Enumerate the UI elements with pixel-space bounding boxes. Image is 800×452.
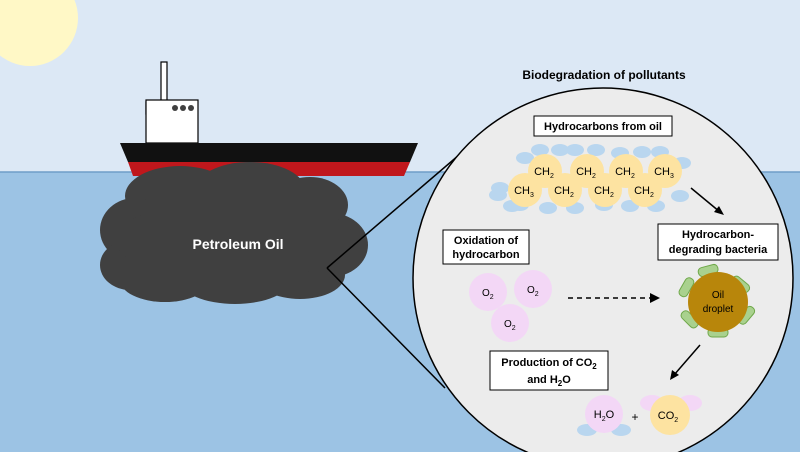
plus-sign: + (631, 410, 638, 424)
production-label-line2: and H2O (527, 374, 571, 388)
oil-droplet (688, 272, 748, 332)
carbon-sub: 3 (670, 173, 674, 180)
svg-text:CH3: CH3 (514, 185, 534, 199)
carbon-base: CH (576, 166, 592, 178)
oxygen-molecule: O2 (469, 273, 507, 311)
o2-sub: 2 (535, 291, 539, 298)
hydrocarbons-label: Hydrocarbons from oil (544, 121, 662, 133)
carbon-base: CH (534, 166, 550, 178)
svg-text:H2O: H2O (594, 409, 615, 423)
ship-funnel (160, 61, 168, 105)
co2-sub: 2 (674, 417, 678, 424)
o2-base: O (504, 319, 512, 330)
svg-text:O2: O2 (527, 285, 539, 298)
oxygen-molecule: O2 (514, 270, 552, 308)
carbon-group: CH2 (570, 154, 604, 188)
oxygen-molecule: O2 (491, 304, 529, 342)
production-label-line1: Production of CO2 (501, 357, 597, 371)
hydrogen-atom (539, 202, 557, 214)
o2-base: O (482, 288, 490, 299)
hydrogen-atom (566, 144, 584, 156)
sun (0, 0, 78, 66)
carbon-sub: 3 (530, 192, 534, 199)
carbon-base: CH (554, 185, 570, 197)
svg-text:O2: O2 (482, 288, 494, 301)
svg-text:CH2: CH2 (594, 185, 614, 199)
h2o-post: O (606, 409, 615, 421)
production-text2: and H (527, 374, 558, 386)
carbon-sub: 2 (650, 192, 654, 199)
oil-slick (100, 162, 368, 304)
svg-text:CH2: CH2 (615, 166, 635, 180)
porthole (180, 105, 186, 111)
o2-sub: 2 (490, 294, 494, 301)
production-text: Production of CO (501, 357, 592, 369)
hydrogen-atom (587, 144, 605, 156)
carbon-sub: 2 (631, 173, 635, 180)
arrow-head (714, 206, 724, 215)
svg-text:CO2: CO2 (658, 410, 679, 424)
co2-base: CO (658, 410, 675, 422)
hydrogen-atom (531, 144, 549, 156)
carbon-sub: 2 (610, 192, 614, 199)
carbon-base: CH (654, 166, 670, 178)
svg-text:CH2: CH2 (554, 185, 574, 199)
production-box (489, 350, 609, 391)
diagram-title: Biodegradation of pollutants (522, 68, 686, 82)
carbon-base: CH (634, 185, 650, 197)
water-molecule: H2O (577, 395, 631, 436)
carbon-group: CH3 (648, 154, 682, 188)
hydrogen-atom (551, 144, 569, 156)
h2o-pre: H (594, 409, 602, 421)
bacteria-label-line1: Hydrocarbon- (682, 229, 754, 241)
carbon-group: CH2 (609, 154, 643, 188)
carbon-sub: 2 (592, 173, 596, 180)
arrow-to-products (673, 344, 701, 376)
bacteria-label-line2: degrading bacteria (669, 244, 768, 256)
oxidation-box (442, 229, 530, 265)
svg-text:O2: O2 (504, 319, 516, 332)
carbon-group: CH2 (528, 154, 562, 188)
svg-text:CH2: CH2 (534, 166, 554, 180)
dashed-arrow-head (650, 293, 660, 303)
oxidation-label-line1: Oxidation of (454, 235, 519, 247)
co2-molecule: CO2 (640, 395, 702, 435)
droplet-label-line1: Oil (712, 290, 724, 301)
production-sub: 2 (592, 362, 597, 371)
oil-label: Petroleum Oil (192, 236, 283, 252)
carbon-base: CH (615, 166, 631, 178)
porthole (172, 105, 178, 111)
arrow-head (670, 370, 679, 380)
hydrogen-atom (516, 152, 534, 164)
production-sub2: 2 (558, 379, 563, 388)
carbon-sub: 2 (550, 173, 554, 180)
o2-base: O (527, 285, 535, 296)
svg-text:CH3: CH3 (654, 166, 674, 180)
hydrogen-atom (671, 190, 689, 202)
arrow-to-bacteria (690, 187, 721, 213)
svg-text:CH2: CH2 (634, 185, 654, 199)
svg-text:CH2: CH2 (576, 166, 596, 180)
ship-hull-top (120, 143, 418, 162)
carbon-base: CH (594, 185, 610, 197)
hydrogen-atom (633, 146, 651, 158)
hydrocarbons-box (533, 115, 673, 137)
bacteria-box (657, 223, 779, 261)
porthole (188, 105, 194, 111)
zoom-line-bottom (326, 267, 446, 389)
production-text3: O (562, 374, 571, 386)
carbon-sub: 2 (570, 192, 574, 199)
o2-sub: 2 (512, 325, 516, 332)
carbon-base: CH (514, 185, 530, 197)
oxidation-label-line2: hydrocarbon (452, 249, 520, 261)
hydrogen-atom (489, 189, 507, 201)
droplet-label-line2: droplet (703, 304, 734, 315)
h2o-sub: 2 (602, 416, 606, 423)
